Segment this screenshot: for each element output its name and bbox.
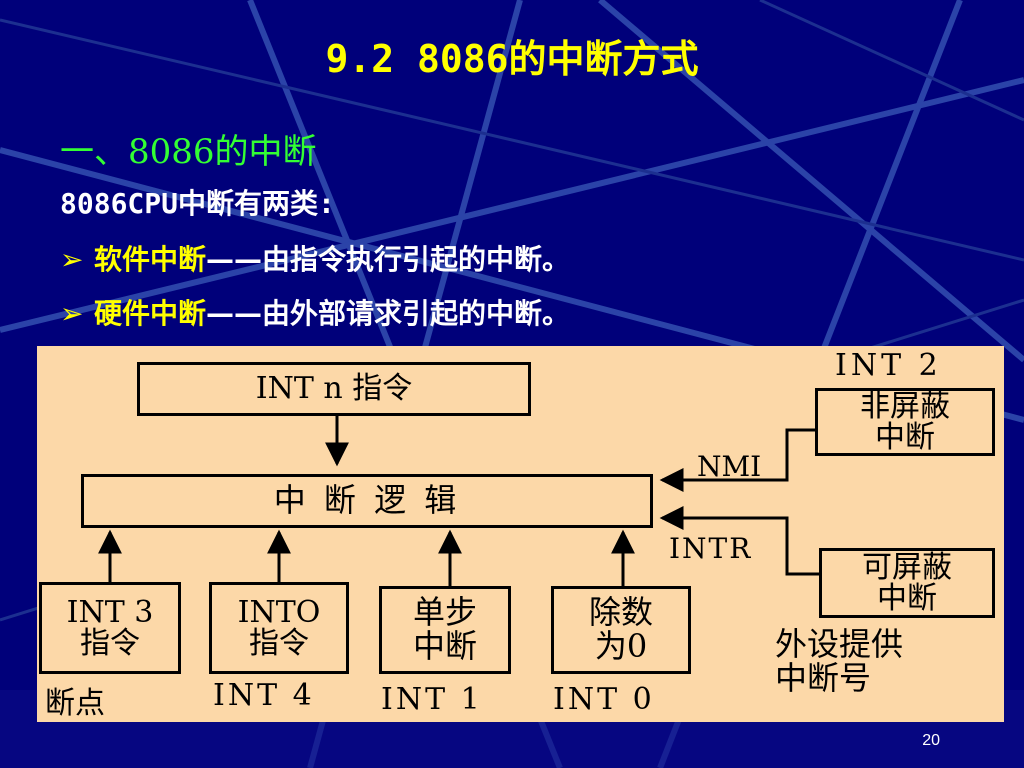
source-line2: 中断: [412, 627, 477, 665]
nmi-label: NMI: [697, 450, 762, 483]
source-line2: 指令: [80, 626, 140, 661]
source-line1: INT 3: [66, 594, 154, 630]
source-line2: 为0: [594, 627, 648, 665]
bullet-term: 硬件中断: [94, 297, 207, 330]
nmi-type-label: INT 2: [835, 348, 942, 383]
source-line1: INTO: [237, 594, 321, 630]
interrupt-logic-box: 中 断 逻 辑: [81, 474, 653, 528]
source-line2: 指令: [249, 626, 309, 661]
bullet-term: 软件中断: [94, 243, 207, 276]
arrow-bullet-icon: ➢: [60, 297, 84, 330]
source-line1: 单步: [412, 593, 477, 632]
intro-text: 8086CPU中断有两类:: [60, 187, 335, 220]
bullet-software-interrupt: ➢ 软件中断——由指令执行引起的中断。: [60, 238, 570, 278]
int3-source-box: INT 3 指令: [39, 582, 181, 674]
nmi-source-line1: 非屏蔽: [860, 388, 950, 424]
page-number: 20: [922, 732, 940, 749]
nmi-source-line2: 中断: [875, 420, 935, 455]
source-caption: INT 0: [553, 682, 655, 717]
arrow-bullet-icon: ➢: [60, 243, 84, 276]
bullet-desc: ——由外部请求引起的中断。: [206, 297, 571, 330]
diagram-wires: [98, 416, 819, 586]
slide-title: 9.2 8086的中断方式: [325, 37, 699, 81]
source-line1: 除数: [588, 593, 653, 632]
intr-source-box: 可屏蔽 中断: [819, 548, 995, 618]
external-note-line2: 中断号: [775, 658, 872, 697]
divide-error-source-box: 除数 为0: [551, 586, 691, 674]
external-vector-note: 外设提供 中断号: [775, 625, 904, 697]
intr-source-line2: 中断: [877, 581, 937, 616]
int-n-instruction-box: INT n 指令: [137, 362, 531, 416]
external-note-line1: 外设提供: [775, 625, 904, 663]
interrupt-diagram: INT n 指令 中 断 逻 辑 INT 2 非屏蔽 中断 NMI INTR 可…: [37, 346, 1004, 722]
source-caption: 断点: [45, 686, 105, 721]
into-source-box: INTO 指令: [209, 582, 349, 674]
intr-source-line1: 可屏蔽: [862, 549, 952, 585]
single-step-source-box: 单步 中断: [379, 586, 511, 674]
bullet-hardware-interrupt: ➢ 硬件中断——由外部请求引起的中断。: [60, 292, 570, 332]
bullet-desc: ——由指令执行引起的中断。: [206, 243, 571, 276]
source-caption: INT 1: [381, 682, 483, 717]
section-heading: 一、8086的中断: [60, 132, 317, 172]
intr-label: INTR: [669, 532, 753, 565]
nmi-source-box: 非屏蔽 中断: [815, 388, 995, 456]
source-caption: INT 4: [213, 678, 315, 713]
